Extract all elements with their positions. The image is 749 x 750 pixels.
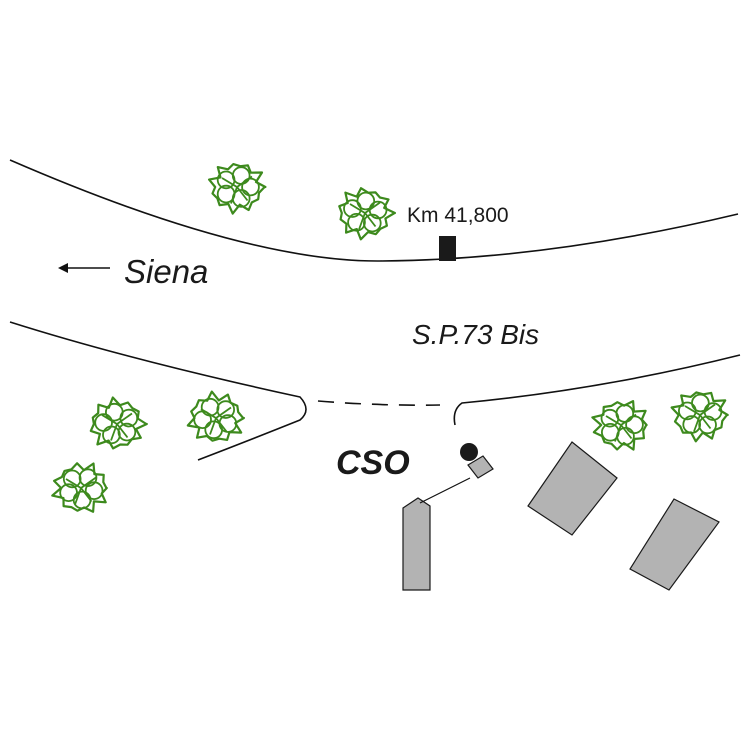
small-chamber xyxy=(467,455,494,479)
km-marker-label: Km 41,800 xyxy=(407,204,509,227)
direction-label: Siena xyxy=(124,253,208,290)
km-marker-icon xyxy=(439,236,456,261)
access-road-dashed xyxy=(317,400,441,406)
tree-icon xyxy=(338,187,396,241)
building-left xyxy=(402,497,431,591)
road-name-label: S.P.73 Bis xyxy=(412,319,539,350)
tree-icon xyxy=(670,391,729,443)
road-lower-edge-left xyxy=(9,321,307,461)
road-lower-edge-right xyxy=(453,354,741,426)
tree-icon xyxy=(51,462,108,513)
tree-icon xyxy=(186,390,245,442)
building-right-lower xyxy=(629,498,720,591)
tree-icon xyxy=(591,400,648,451)
tree-icon xyxy=(89,396,148,450)
manhole-icon xyxy=(460,443,478,461)
pipe-connection xyxy=(419,477,471,504)
tree-icon xyxy=(208,163,267,215)
site-label: CSO xyxy=(336,444,410,482)
building-right-upper xyxy=(527,441,618,536)
arrow-left-icon xyxy=(58,263,110,273)
trees-layer xyxy=(51,163,729,513)
road-upper-edge xyxy=(9,159,739,262)
